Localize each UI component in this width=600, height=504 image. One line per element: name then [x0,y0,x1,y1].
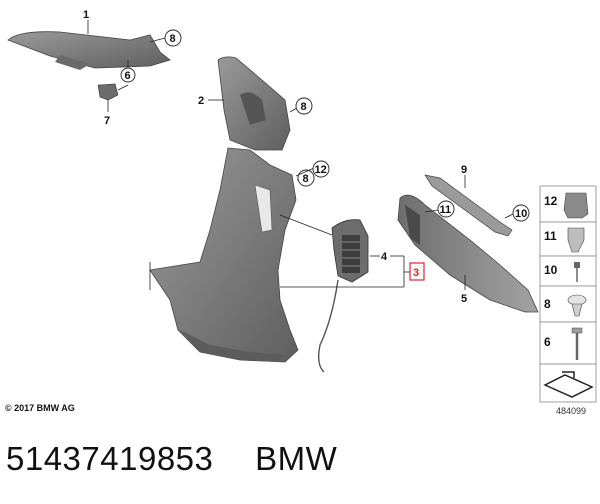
part-2-upper-trim [208,56,298,151]
callout-1: 1 [83,9,89,21]
callout-8-circle-b [295,97,313,115]
part-3-lower-pillar-trim [149,147,299,363]
callout-10: 10 [515,208,527,220]
callout-12: 12 [315,164,327,176]
callout-8-circle-c [297,169,315,187]
part-9-bracket [424,174,513,237]
legend-label-12: 12 [544,194,558,208]
fastener-legend: 12 11 10 8 6 [539,185,597,403]
caption: 51437419853 BMW [6,440,337,478]
callout-8-circle-a [164,29,182,47]
part-1-a-pillar-trim [7,20,171,70]
callout-3: 3 [413,267,419,279]
legend-part-10-icon [574,262,580,268]
legend-label-11: 11 [544,229,557,243]
diagram-id: 484099 [556,406,587,416]
part-5-c-pillar-trim [397,194,539,313]
legend-part-11-icon [567,227,585,253]
callout-11-circle [437,200,455,218]
part-7-clip [97,83,129,112]
legend-label-6: 6 [544,335,551,349]
callout-11: 11 [440,204,452,216]
callout-9: 9 [461,164,467,176]
callout-4: 4 [381,251,388,263]
parts-diagram: 1 7 6 8 2 8 8 12 [7,9,597,403]
callout-7: 7 [104,115,110,127]
callout-5: 5 [461,293,467,305]
legend-part-8-icon [567,294,587,306]
legend-part-12-icon [563,192,589,219]
part-4-vent [317,219,369,373]
copyright-text: © 2017 BMW AG [5,403,75,413]
callout-12-circle [312,160,330,178]
callout-6-circle [120,67,136,83]
legend-label-10: 10 [544,263,558,277]
legend-label-8: 8 [544,297,551,311]
callout-8a: 8 [170,33,176,45]
legend-part-6-icon [571,327,583,334]
callout-10-circle [512,204,530,222]
callout-8c: 8 [303,173,309,185]
callout-6: 6 [125,70,131,82]
callout-2: 2 [198,95,204,107]
brand-name: BMW [255,440,338,477]
callout-8b: 8 [301,101,307,113]
highlight-box-3 [409,262,425,281]
view-direction-arrow-icon [543,374,594,398]
part-number: 51437419853 [6,440,214,477]
